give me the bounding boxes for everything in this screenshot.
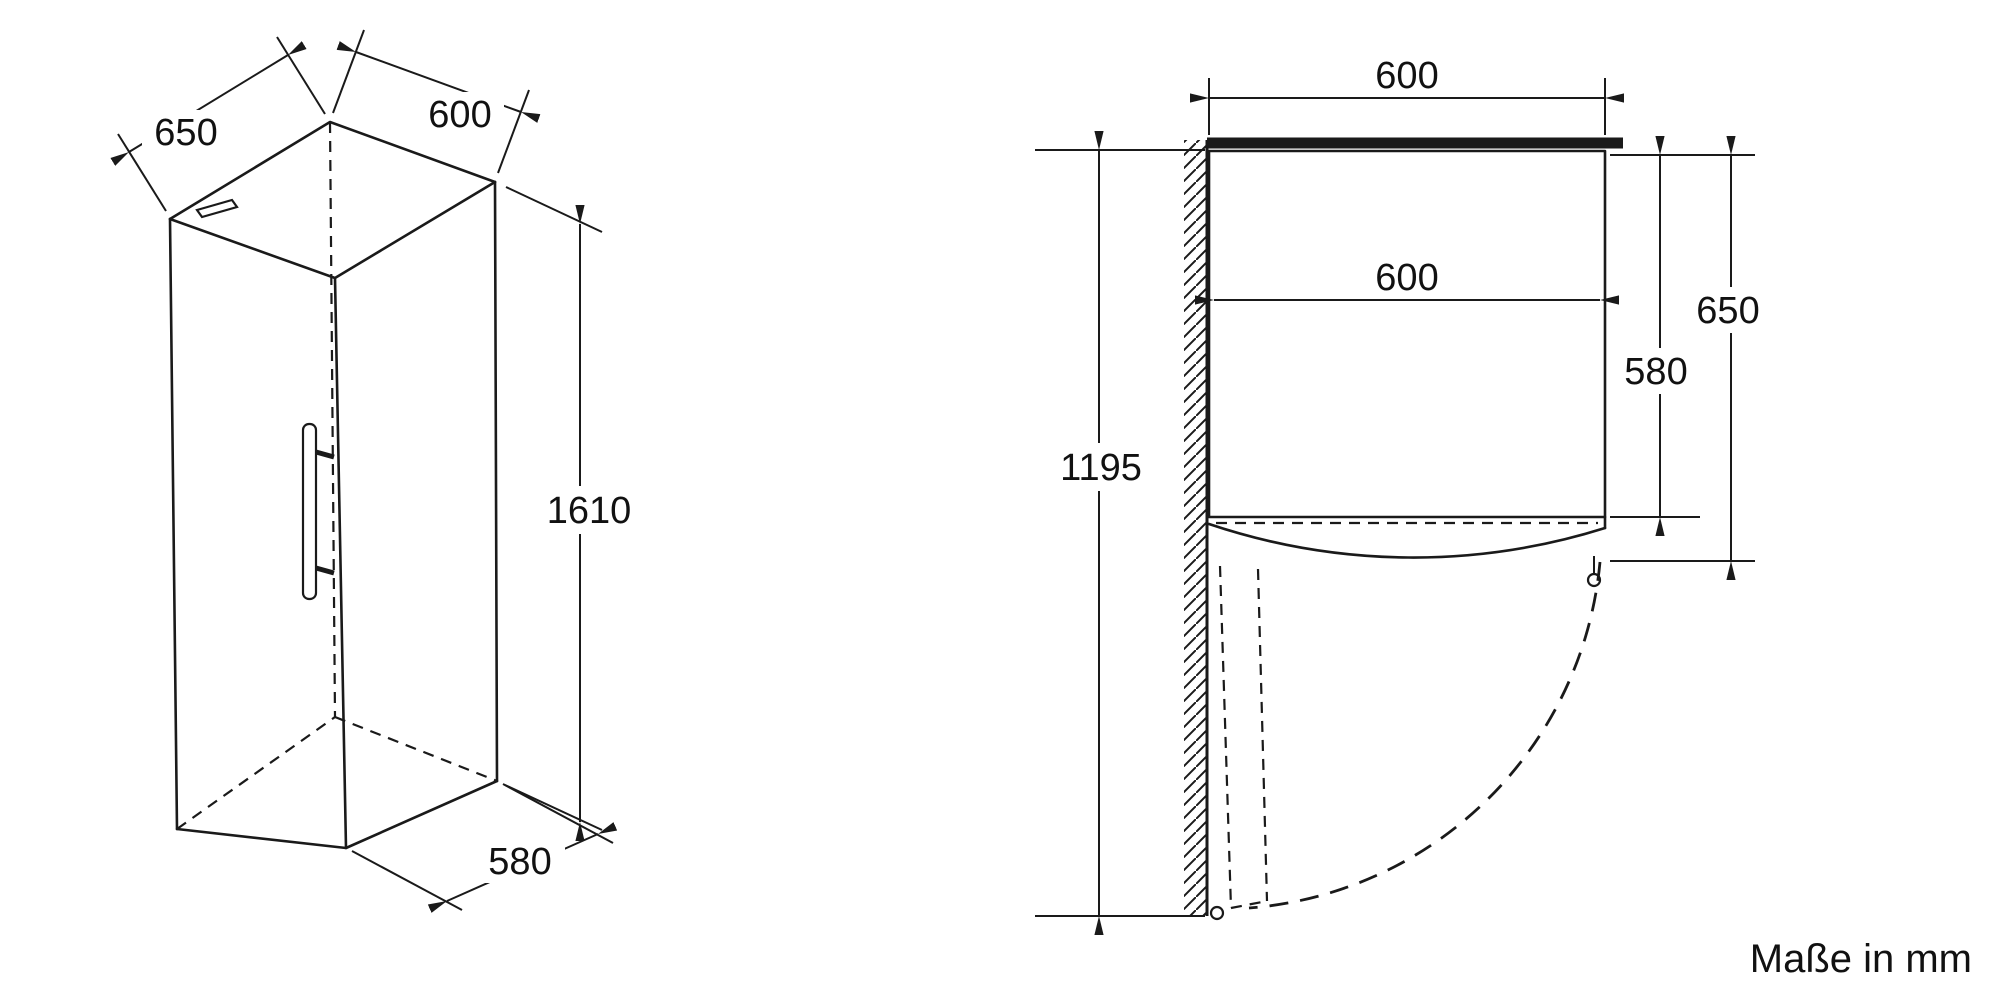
- dim-plan-depth-door: 650: [1610, 136, 1774, 580]
- door-front-curve: [1207, 522, 1607, 559]
- door-handle: [301, 422, 318, 601]
- handle-open-position: [1209, 905, 1225, 921]
- label-mask: [142, 110, 230, 154]
- cabinet-top-front-edges: [168, 180, 497, 280]
- label-mask: [1041, 443, 1161, 491]
- dim-label-width-top: 600: [428, 94, 491, 136]
- cabinet-outline: [1207, 149, 1607, 519]
- isometric-view: 650 600 1610 580: [110, 29, 647, 913]
- door-swing-arc: [1248, 561, 1602, 910]
- dim-label-width-top: 600: [1375, 55, 1438, 97]
- cabinet-front-edge: [333, 276, 348, 850]
- handle-bracket-bottom: [315, 565, 335, 576]
- dim-iso-height: 1610: [504, 186, 647, 841]
- open-door-edge: [1256, 568, 1269, 902]
- extension-line: [276, 36, 326, 115]
- plan-view: 600 600 1195 580 650: [1035, 55, 1774, 935]
- label-mask: [475, 839, 565, 883]
- dim-plan-clearance: 1195: [1035, 131, 1205, 935]
- label-mask: [1682, 287, 1774, 333]
- cabinet-bottom-edges: [175, 779, 499, 850]
- units-note: Maße in mm: [1750, 937, 1972, 981]
- dim-iso-width-top: 600: [332, 29, 541, 174]
- handle-bracket-top: [315, 449, 335, 460]
- label-mask: [416, 92, 504, 136]
- dim-label-width-inner: 600: [1375, 257, 1438, 299]
- dim-plan-depth-body: 580: [1610, 136, 1702, 536]
- dim-label-clearance: 1195: [1060, 447, 1142, 489]
- dim-label-height: 1610: [547, 490, 632, 532]
- dim-iso-depth-top: 650: [110, 36, 326, 212]
- dim-label-depth-bottom: 580: [488, 841, 551, 883]
- top-hinge-plate: [195, 198, 239, 219]
- wall-hatching: [1184, 140, 1207, 916]
- dim-plan-width-top: 600: [1190, 55, 1624, 135]
- extension-line: [332, 29, 365, 114]
- hidden-bottom-right-edge: [334, 715, 498, 783]
- cabinet-left-edge: [168, 217, 179, 831]
- open-door-edge: [1218, 565, 1233, 909]
- label-mask: [531, 486, 647, 534]
- label-mask: [1610, 348, 1702, 394]
- hidden-back-edge: [328, 121, 337, 718]
- open-door-end: [1230, 899, 1268, 910]
- dim-iso-depth-bottom: 580: [351, 783, 618, 913]
- dim-label-depth-top: 650: [154, 112, 217, 154]
- dim-label-depth-door: 650: [1696, 290, 1759, 332]
- extension-line: [505, 186, 603, 233]
- dim-plan-width-inner: 600: [1195, 257, 1619, 305]
- cabinet-right-edge: [493, 180, 499, 783]
- extension-line: [351, 850, 463, 911]
- dim-label-depth-body: 580: [1624, 351, 1687, 393]
- hidden-bottom-left-edge: [176, 716, 336, 830]
